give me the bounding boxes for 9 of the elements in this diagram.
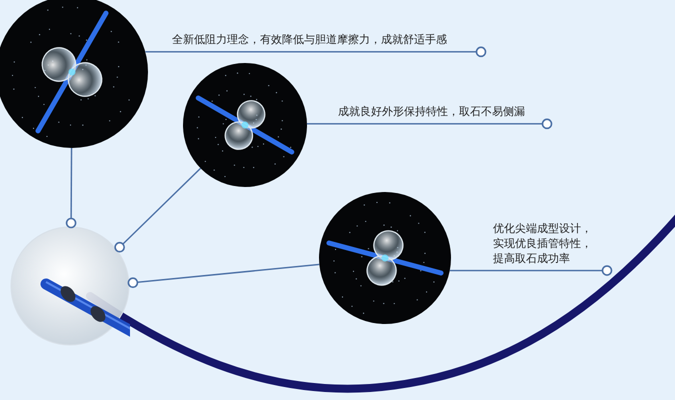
leader-line (145, 46, 486, 58)
feature-text: 成就良好外形保持特性，取石不易侧漏 (338, 105, 548, 127)
leader-line (307, 118, 552, 130)
feature-text: 优化尖端成型设计，实现优良插管特性，提高取石成功率 (493, 222, 608, 274)
leader-line (66, 148, 76, 228)
leader-line (450, 265, 612, 276)
leader-line (114, 168, 202, 253)
leader-line (128, 264, 320, 288)
feature-text: 全新低阻力理念，有效降低与胆道摩擦力，成就舒适手感 (172, 33, 482, 55)
